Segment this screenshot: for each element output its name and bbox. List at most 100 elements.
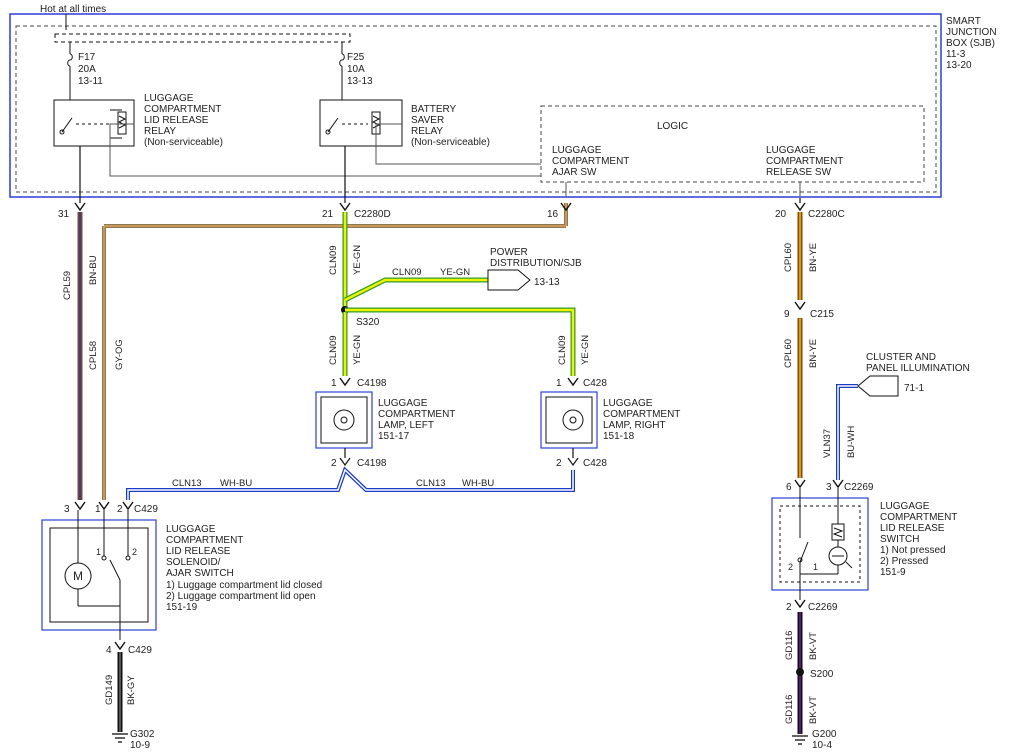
wire-cpl58-code: CPL58	[88, 341, 99, 370]
wire-cpl59	[74, 146, 86, 500]
wire-cln13-a-color: WH-BU	[220, 478, 252, 489]
fuse-f25	[339, 42, 345, 100]
wire-cpl60	[794, 198, 806, 489]
solenoid-label-7: 2) Luggage compartment lid open	[166, 591, 316, 602]
pin-solenoid-1: 1	[95, 504, 101, 515]
lid-release-relay	[53, 99, 135, 147]
pin-gd149-4: 4	[106, 645, 112, 656]
wire-cpl58-color: GY-OG	[114, 339, 125, 370]
pin-lamp-left-2: 2	[331, 458, 337, 469]
solenoid-label-4: SOLENOID/	[166, 557, 221, 568]
wire-gd116-a-color: BK-VT	[808, 632, 819, 660]
lid-release-solenoid	[41, 510, 157, 640]
wire-cpl59-code: CPL59	[62, 271, 73, 300]
connector-c428-top: C428	[583, 378, 607, 389]
hot-at-all-times-label: Hot at all times	[40, 4, 106, 15]
lid-release-switch	[771, 488, 869, 600]
lamp-right-label-1: LUGGAGE	[603, 398, 653, 409]
ground-g200: G200	[812, 729, 837, 740]
wire-gd149-color: BK-GY	[126, 675, 137, 705]
solenoid-label-8: 151-19	[166, 602, 198, 613]
pin-31: 31	[58, 209, 70, 220]
sjb-label-5: 13-20	[946, 60, 972, 71]
motor-label: M	[73, 569, 83, 583]
ajar-sw-label-1: LUGGAGE	[552, 145, 602, 156]
wire-cln09-main	[339, 146, 351, 312]
wire-cpl60-b-color: BN-YE	[808, 339, 819, 368]
pin-lamp-right-1: 1	[556, 378, 562, 389]
lamp-bottom-stubs	[339, 448, 579, 467]
wire-cln09-right-code: CLN09	[557, 335, 568, 365]
f25-ref: 13-13	[347, 76, 373, 87]
lamp-left-label-3: LAMP, LEFT	[378, 420, 434, 431]
wire-gd116-b-code: GD116	[784, 695, 795, 724]
relay1-label-4: RELAY	[144, 126, 176, 137]
lamp-left-label-4: 151-17	[378, 431, 410, 442]
f17-ref: 13-11	[78, 76, 103, 87]
pin-21: 21	[322, 209, 334, 220]
sjb-label-1: SMART	[946, 16, 981, 27]
pin-c215-9: 9	[784, 309, 790, 320]
ground-g302-ref: 10-9	[130, 740, 150, 751]
connector-c2269-bottom: C2269	[808, 602, 838, 613]
cluster-label-2: PANEL ILLUMINATION	[866, 363, 970, 374]
cluster-label-1: CLUSTER AND	[866, 352, 936, 363]
release-sw-label-3: RELEASE SW	[766, 167, 832, 178]
logic-box	[540, 105, 925, 183]
relay1-label-2: COMPARTMENT	[144, 104, 221, 115]
pin-solenoid-3: 3	[64, 504, 70, 515]
wire-cln09-right-color: YE-GN	[580, 335, 591, 365]
f17-label: F17	[78, 52, 96, 63]
wire-cpl60-b-code: CPL60	[783, 339, 794, 368]
power-dist-ref: 13-13	[534, 277, 560, 288]
relay1-label-5: (Non-serviceable)	[144, 137, 223, 148]
connector-c215: C215	[810, 309, 834, 320]
switch-label-7: 151-9	[880, 567, 906, 578]
smart-junction-box	[9, 13, 942, 198]
wire-cln09-right	[345, 307, 579, 387]
pin-switch-6: 6	[786, 482, 792, 493]
wire-vln37-color: BU-WH	[846, 426, 857, 458]
solenoid-pin-1: 1	[96, 547, 101, 557]
wire-vln37-code: VLN37	[822, 429, 833, 458]
connector-c2269-top: C2269	[844, 482, 874, 493]
wire-cln13-b-color: WH-BU	[462, 478, 494, 489]
pin-20: 20	[775, 209, 787, 220]
ground-g200-ref: 10-4	[812, 740, 832, 751]
lamp-left	[315, 391, 373, 449]
connector-c2280c: C2280C	[808, 209, 845, 220]
connector-c4198-bottom: C4198	[357, 458, 387, 469]
lamp-right-label-4: 151-18	[603, 431, 635, 442]
sjb-internal-wiring	[109, 123, 801, 196]
lamp-left-label-2: COMPARTMENT	[378, 409, 455, 420]
cluster-ref: 71-1	[904, 383, 924, 394]
f25-label: F25	[347, 52, 365, 63]
ajar-sw-label-3: AJAR SW	[552, 167, 597, 178]
relay1-label-1: LUGGAGE	[144, 93, 194, 104]
wire-gd149	[112, 641, 128, 743]
ground-g302: G302	[130, 729, 155, 740]
solenoid-label-2: COMPARTMENT	[166, 535, 243, 546]
switch-label-3: LID RELEASE	[880, 523, 945, 534]
fuse-f17	[67, 42, 73, 100]
splice-s200-label: S200	[810, 669, 834, 680]
cluster-flag	[857, 375, 899, 397]
wire-cln09-left-code: CLN09	[328, 335, 339, 365]
connector-c2280d: C2280D	[354, 209, 391, 220]
wire-gd116	[792, 599, 808, 745]
pin-lamp-left-1: 1	[331, 378, 337, 389]
wire-cln13-b-code: CLN13	[416, 478, 446, 489]
f25-amps: 10A	[347, 64, 365, 75]
hot-bus	[54, 33, 351, 43]
connector-c4198-top: C4198	[357, 378, 387, 389]
power-dist-label-2: DISTRIBUTION/SJB	[490, 258, 582, 269]
wire-gd116-a-code: GD116	[784, 631, 795, 660]
pin-switch-3: 3	[826, 482, 832, 493]
wire-cpl60-a-color: BN-YE	[808, 243, 819, 272]
wire-cln09-power-color: YE-GN	[440, 267, 470, 278]
relay2-label-3: RELAY	[411, 126, 443, 137]
wire-cpl59-color: BN-BU	[88, 255, 99, 285]
switch-label-2: COMPARTMENT	[880, 512, 957, 523]
wire-gd149-code: GD149	[104, 675, 115, 705]
